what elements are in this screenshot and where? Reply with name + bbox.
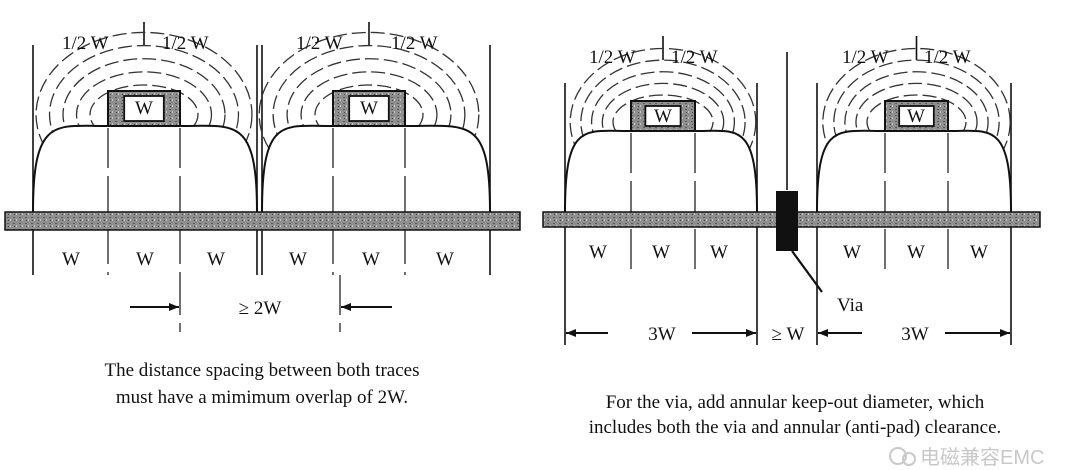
field-line [48,44,240,185]
via-label: Via [837,295,864,316]
dimension-mid-label: ≥ W [772,324,805,345]
field-line [35,31,253,198]
trace-label: W [907,106,925,127]
field-line [580,59,746,185]
width-label: W [362,249,380,270]
field-line [569,47,757,197]
right-half-w-label: 1/2 W [842,47,889,68]
right-half-w-label: 1/2 W [671,47,718,68]
trace-label-box [644,105,682,127]
trace-label: W [654,106,672,127]
field-mask [263,126,489,212]
field-mask [818,131,1010,212]
width-label: W [207,249,225,270]
left-half-w-label: 1/2 W [296,33,343,54]
left-figure [4,22,521,332]
field-line [822,47,1011,197]
trace-label-box [348,95,390,122]
left-caption-line: The distance spacing between both traces [105,360,420,381]
width-label: W [652,242,670,263]
left-half-w-label: 1/2 W [391,33,438,54]
left-caption-line: must have a mimimum overlap of 2W. [116,387,408,408]
field-mask [566,131,756,212]
field-line [833,59,1000,185]
ground-plane [4,211,521,231]
right-caption-line: For the via, add annular keep-out diamet… [606,392,985,413]
width-label: W [843,242,861,263]
width-label: W [62,249,80,270]
dimension-right-label: 3W [901,324,929,345]
right-half-w-label: 1/2 W [589,47,636,68]
width-label: W [136,249,154,270]
width-label: W [907,242,925,263]
width-label: W [436,249,454,270]
right-half-w-label: 1/2 W [924,47,971,68]
left-half-w-label: 1/2 W [162,33,209,54]
left-half-w-label: 1/2 W [62,33,109,54]
trace-label-box [123,95,165,122]
field-line [272,44,466,185]
trace-label: W [135,98,153,119]
trace-label: W [360,98,378,119]
via [776,191,798,251]
width-label: W [589,242,607,263]
field-line [258,31,480,198]
field-mask [34,126,256,212]
trace-label-box [898,105,935,127]
spacing-label: ≥ 2W [239,298,282,319]
width-label: W [710,242,728,263]
right-caption-line: includes both the via and annular (anti-… [589,417,1002,438]
width-label: W [970,242,988,263]
watermark: 电磁兼容EMC [889,446,1044,469]
svg-text:电磁兼容EMC: 电磁兼容EMC [920,446,1044,469]
right-figure [542,36,1041,345]
width-label: W [289,249,307,270]
via-leader-line [791,250,823,293]
dimension-left-label: 3W [648,324,676,345]
